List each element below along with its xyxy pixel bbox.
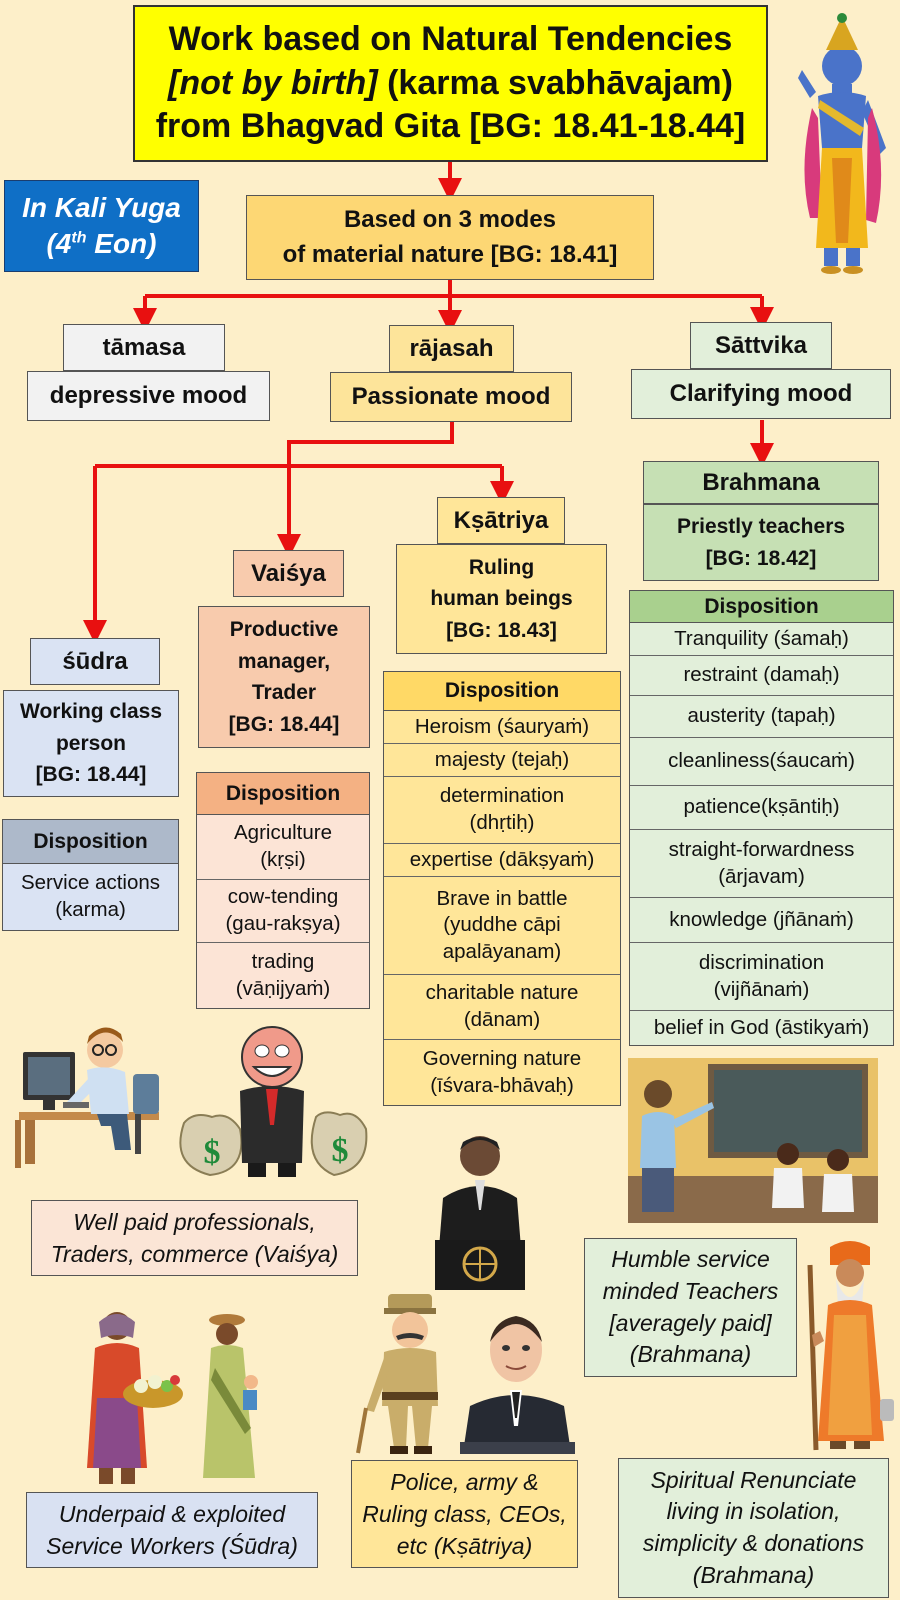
kshatriya-disposition-row: majesty (tejaḥ) xyxy=(384,744,620,777)
title-line-2: [not by birth] (karma svabhāvajam) xyxy=(168,62,733,106)
office-worker-illustration xyxy=(15,1027,159,1168)
title-line-3: from Bhagvad Gita [BG: 18.41-18.44] xyxy=(155,107,746,146)
classroom-teacher-illustration xyxy=(628,1058,878,1223)
money-bag-symbol-left: $ xyxy=(204,1134,221,1171)
brahmana-disposition-row: restraint (damaḥ) xyxy=(630,656,893,696)
kali-yuga-box: In Kali Yuga (4th Eon) xyxy=(4,180,199,272)
vaisya-disposition-row: trading(vāṇijyaṁ) xyxy=(235,949,331,1000)
brahmana-desc-box: Priestly teachers [BG: 18.42] xyxy=(643,504,879,581)
krishna-illustration xyxy=(798,13,886,274)
arrow-rajasah-down xyxy=(287,422,454,466)
vaisya-disposition-table: Disposition Agriculture(kṛṣi) cow-tendin… xyxy=(196,772,370,1009)
brahmana-disposition-header: Disposition xyxy=(630,591,893,623)
sattvika-name: Sāttvika xyxy=(714,331,808,359)
sattvika-mood-box: Clarifying mood xyxy=(631,369,891,419)
sudra-name: śūdra xyxy=(62,647,128,675)
brahmana-disposition-row: discrimination(vijñānaṁ) xyxy=(630,943,893,1011)
tamasa-mood-box: depressive mood xyxy=(27,371,270,421)
vaisya-disposition-row: cow-tending(gau-rakṣya) xyxy=(197,880,369,943)
sudra-desc-box: Working class person [BG: 18.44] xyxy=(3,690,179,797)
brahmana-disposition-row: cleanliness(śaucaṁ) xyxy=(630,738,893,786)
brahmana-disposition-table: Disposition Tranquility (śamaḥ) restrain… xyxy=(629,590,894,1046)
police-officer-illustration xyxy=(356,1294,438,1454)
ceo-illustration xyxy=(460,1316,575,1454)
title-box: Work based on Natural Tendencies [not by… xyxy=(133,5,768,162)
sattvika-mood: Clarifying mood xyxy=(669,380,853,408)
market-women-illustration xyxy=(87,1312,258,1484)
brahmana-name: Brahmana xyxy=(702,468,820,496)
tamasa-name: tāmasa xyxy=(102,333,186,361)
kshatriya-disposition-row: charitable nature(dānam) xyxy=(384,975,620,1040)
vaisya-disposition-header: Disposition xyxy=(197,773,369,815)
rajasah-name: rājasah xyxy=(409,334,494,362)
vaisya-desc-box: Productive manager, Trader [BG: 18.44] xyxy=(198,606,370,748)
caption-vaisya: Well paid professionals, Traders, commer… xyxy=(31,1200,358,1276)
kshatriya-name-box: Kṣātriya xyxy=(437,497,565,544)
rajasah-mood: Passionate mood xyxy=(351,383,551,411)
brahmana-disposition-row: belief in God (āstikyaṁ) xyxy=(653,1015,870,1039)
brahmana-disposition-row: straight-forwardness(ārjavam) xyxy=(630,830,893,898)
caption-sudra: Underpaid & exploited Service Workers (Ś… xyxy=(26,1492,318,1568)
title-not-by-birth: [not by birth] xyxy=(168,63,378,102)
caption-brahmana-teacher: Humble service minded Teachers [averagel… xyxy=(584,1238,797,1377)
sudra-disposition-table: Disposition Service actions(karma) xyxy=(2,819,179,931)
title-karma-svabhavajam: (karma svabhāvajam) xyxy=(377,63,733,102)
caption-brahmana-renunciate: Spiritual Renunciate living in isolation… xyxy=(618,1458,889,1598)
sudra-name-box: śūdra xyxy=(30,638,160,685)
kshatriya-disposition-row: determination(dhṛtiḥ) xyxy=(384,777,620,844)
sattvika-name-box: Sāttvika xyxy=(690,322,832,369)
modes-box: Based on 3 modes of material nature [BG:… xyxy=(246,195,654,280)
brahmana-disposition-row: Tranquility (śamaḥ) xyxy=(630,623,893,656)
brahmana-name-box: Brahmana xyxy=(643,461,879,504)
kshatriya-disposition-row: Governing nature(īśvara-bhāvaḥ) xyxy=(422,1046,582,1097)
caption-kshatriya: Police, army & Ruling class, CEOs, etc (… xyxy=(351,1460,578,1568)
kshatriya-desc-box: Ruling human beings [BG: 18.43] xyxy=(396,544,607,654)
kshatriya-disposition-header: Disposition xyxy=(384,672,620,711)
vaisya-disposition-row: Agriculture(kṛṣi) xyxy=(197,815,369,880)
money-bag-symbol-right: $ xyxy=(332,1132,349,1169)
sudra-disposition-header: Disposition xyxy=(3,820,178,864)
vaisya-name-box: Vaiśya xyxy=(233,550,344,597)
sadhu-renunciate-illustration xyxy=(807,1241,894,1451)
modes-line-1: Based on 3 modes xyxy=(343,205,557,233)
kshatriya-disposition-table: Disposition Heroism (śauryaṁ) majesty (t… xyxy=(383,671,621,1106)
title-line-1: Work based on Natural Tendencies xyxy=(168,20,733,59)
brahmana-disposition-row: patience(kṣāntiḥ) xyxy=(630,786,893,830)
rajasah-name-box: rājasah xyxy=(389,325,514,372)
vaisya-name: Vaiśya xyxy=(251,559,326,587)
brahmana-disposition-row: austerity (tapaḥ) xyxy=(630,696,893,738)
kshatriya-name: Kṣātriya xyxy=(453,506,549,534)
kali-yuga-line-1: In Kali Yuga xyxy=(22,191,181,223)
politician-at-podium-illustration xyxy=(435,1136,525,1290)
tamasa-mood: depressive mood xyxy=(49,382,248,410)
rajasah-mood-box: Passionate mood xyxy=(330,372,572,422)
businessman-with-money-bags-illustration: $ $ xyxy=(179,1026,368,1177)
tamasa-name-box: tāmasa xyxy=(63,324,225,371)
kshatriya-disposition-row: expertise (dākṣyaṁ) xyxy=(384,844,620,877)
brahmana-disposition-row: knowledge (jñānaṁ) xyxy=(630,898,893,943)
kali-yuga-line-2: (4th Eon) xyxy=(46,228,157,259)
kshatriya-disposition-row: Heroism (śauryaṁ) xyxy=(384,711,620,744)
modes-line-2: of material nature [BG: 18.41] xyxy=(282,240,618,268)
sudra-disposition-row: Service actions(karma) xyxy=(20,871,160,921)
